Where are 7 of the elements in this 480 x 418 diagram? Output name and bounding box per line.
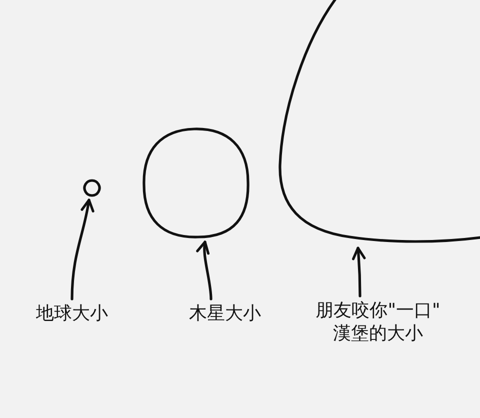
size-label: 朋友咬你"一口"漢堡的大小 bbox=[312, 299, 444, 345]
size-label: 地球大小 bbox=[36, 302, 108, 325]
arrow bbox=[352, 246, 366, 298]
arrow bbox=[196, 240, 212, 300]
size-label: 木星大小 bbox=[189, 302, 261, 325]
small-circle bbox=[83, 179, 101, 197]
arrow bbox=[70, 198, 94, 300]
